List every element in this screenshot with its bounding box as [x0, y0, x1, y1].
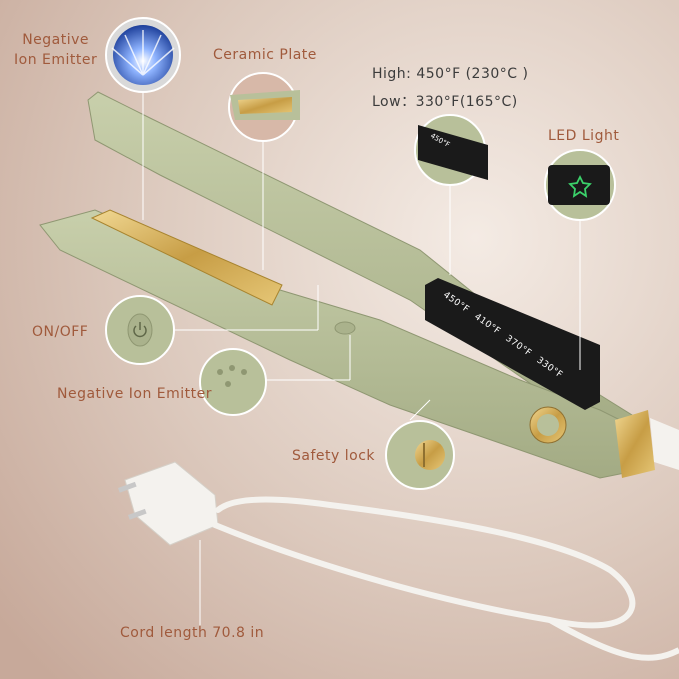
label-cord-length: Cord length 70.8 in [120, 625, 265, 641]
lock-knob-icon [415, 440, 445, 470]
star-led-icon [568, 174, 592, 198]
zoom-ceramic-plate [228, 72, 300, 142]
power-cord [212, 496, 636, 629]
zoom-led [544, 149, 616, 221]
label-temp-high: High: 450°F (230°C ) [372, 66, 529, 82]
zoom-negative-ion-emitter-top [105, 17, 181, 93]
power-cord-sleeve [650, 418, 679, 470]
label-led-light: LED Light [548, 128, 620, 144]
label-negative-ion-emitter: Negative Ion Emitter [57, 386, 213, 402]
label-on-off: ON/OFF [32, 324, 89, 340]
zoom-safety-lock [385, 420, 455, 490]
plug-icon [117, 461, 219, 546]
temperature-display [425, 278, 600, 410]
label-safety-lock: Safety lock [292, 448, 375, 464]
negative-ion-icon [111, 30, 175, 76]
label-negative-ion-emitter-top: Negative Ion Emitter [14, 32, 98, 68]
zoom-negative-ion-emitter [199, 348, 267, 416]
power-icon [133, 322, 147, 338]
label-ceramic-plate: Ceramic Plate [213, 47, 317, 63]
zoom-temperature: 450°F [414, 114, 488, 186]
ceramic-plate [90, 209, 283, 306]
label-temp-low: Low：330°F(165°C) [372, 94, 518, 110]
cord-collar [615, 410, 655, 478]
leader-lines [142, 90, 581, 625]
power-button[interactable] [334, 321, 356, 335]
zoom-on-off [105, 295, 175, 365]
